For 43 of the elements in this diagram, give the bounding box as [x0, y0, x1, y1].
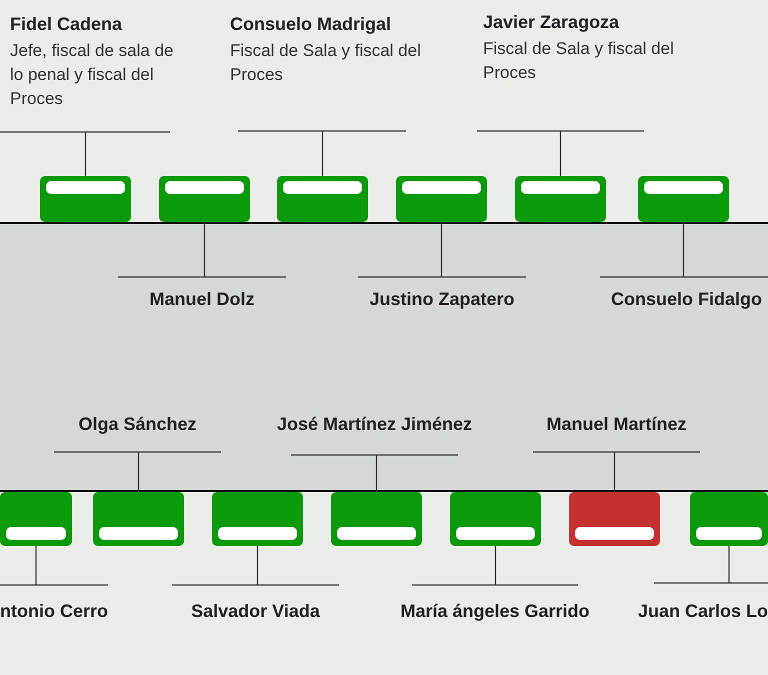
leader-line [532, 451, 701, 493]
chair-drawing [40, 176, 131, 222]
name-label: Manuel Martínez [545, 414, 688, 435]
leader-line [599, 221, 768, 278]
role-text: Fiscal de Sala y fiscal del Proces [230, 40, 422, 86]
chair-drawing [331, 492, 422, 546]
name-label: Juan Carlos Lo [636, 601, 768, 622]
leader-line [653, 545, 768, 584]
leader-line [290, 454, 459, 493]
chair-drawing [569, 492, 660, 546]
name-label: María ángeles Garrido [399, 601, 591, 622]
chair-drawing [277, 176, 368, 222]
name-label: Consuelo Madrigal [230, 14, 392, 35]
chair-drawing [159, 176, 250, 222]
name-label: Salvador Viada [190, 601, 321, 622]
name-label: Manuel Dolz [148, 289, 256, 310]
leader-line [0, 545, 109, 586]
chair-drawing [93, 492, 184, 546]
leader-line [476, 130, 645, 177]
chair-drawing [450, 492, 541, 546]
leader-line [237, 130, 407, 177]
leader-line [411, 545, 579, 586]
role-text: Jefe, fiscal de sala de lo penal y fiscal del Proces [10, 40, 174, 110]
table-top [0, 222, 768, 492]
chair-drawing [515, 176, 606, 222]
name-label: Olga Sánchez [77, 414, 198, 435]
leader-line [357, 221, 527, 278]
name-label: José Martínez Jiménez [276, 414, 474, 435]
name-label: Javier Zaragoza [483, 12, 620, 33]
chair-drawing [396, 176, 487, 222]
leader-line [53, 451, 222, 493]
leader-line [171, 545, 340, 586]
name-label: ntonio Cerro [0, 601, 108, 622]
name-label: Consuelo Fidalgo [610, 289, 762, 310]
chair-drawing [638, 176, 729, 222]
chair-drawing [212, 492, 303, 546]
leader-line [117, 221, 287, 278]
leader-line [0, 131, 171, 177]
role-text: Fiscal de Sala y fiscal del Proces [483, 38, 675, 84]
chair-drawing [0, 492, 72, 546]
name-label: Justino Zapatero [368, 289, 516, 310]
chair-drawing [690, 492, 768, 546]
name-label: Fidel Cadena [10, 14, 124, 35]
